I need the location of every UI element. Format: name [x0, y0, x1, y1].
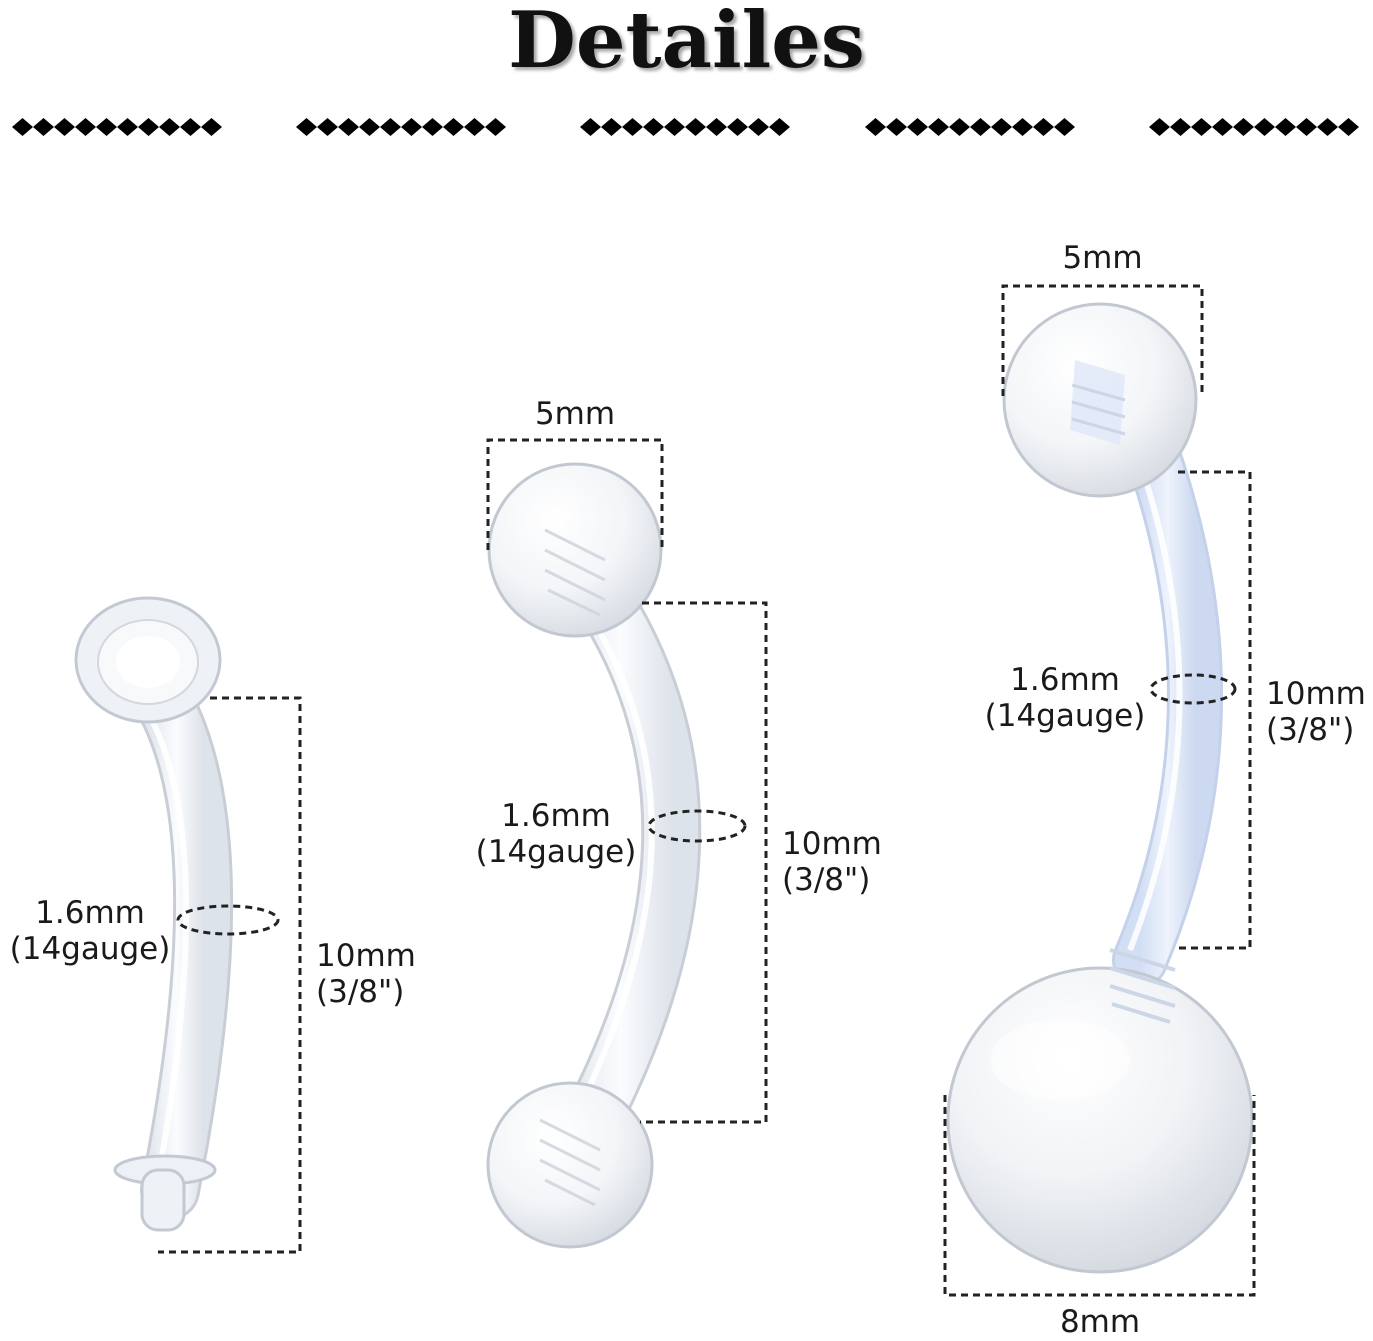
diamond-chain-icon	[1149, 118, 1359, 136]
diamond-icon	[706, 118, 727, 136]
diamond-icon	[380, 118, 401, 136]
gauge-label: 1.6mm (14gauge)	[0, 895, 180, 967]
length-label: 10mm (3/8")	[316, 938, 416, 1010]
diamond-icon	[180, 118, 201, 136]
gauge-label: 1.6mm (14gauge)	[466, 798, 646, 870]
length-inch: (3/8")	[782, 862, 871, 898]
diamond-icon	[12, 118, 33, 136]
length-label: 10mm (3/8")	[782, 826, 882, 898]
decorative-separator	[0, 110, 1373, 144]
diamond-icon	[338, 118, 359, 136]
gauge-mm: 1.6mm	[1010, 662, 1120, 698]
gauge-ring	[1149, 673, 1237, 705]
ball-size-bracket	[486, 438, 664, 550]
diamond-icon	[580, 118, 601, 136]
gauge-value: (14gauge)	[9, 931, 171, 967]
length-inch: (3/8")	[316, 974, 405, 1010]
diamond-icon	[1275, 118, 1296, 136]
gauge-ring	[176, 904, 280, 936]
diamond-icon	[443, 118, 464, 136]
diamond-icon	[907, 118, 928, 136]
diamond-icon	[970, 118, 991, 136]
diamond-icon	[1149, 118, 1170, 136]
diamond-icon	[1233, 118, 1254, 136]
diamond-chain-icon	[865, 118, 1075, 136]
gauge-mm: 1.6mm	[501, 798, 611, 834]
diamond-icon	[117, 118, 138, 136]
dimension-lines	[158, 284, 1256, 1297]
diamond-icon	[201, 118, 222, 136]
bottom-ball-bracket	[943, 1095, 1256, 1297]
length-bracket	[640, 601, 768, 1124]
ball-size-bracket	[1001, 284, 1204, 396]
belly-ring-jewelry	[946, 302, 1254, 1274]
diamond-icon	[601, 118, 622, 136]
curved-barbell-jewelry	[486, 462, 702, 1249]
diamond-icon	[1338, 118, 1359, 136]
diamond-icon	[1254, 118, 1275, 136]
length-label: 10mm (3/8")	[1266, 676, 1366, 748]
length-mm: 10mm	[1266, 676, 1366, 712]
diamond-icon	[928, 118, 949, 136]
diamond-icon	[33, 118, 54, 136]
diamond-chain-icon	[296, 118, 506, 136]
diamond-icon	[685, 118, 706, 136]
diamond-icon	[464, 118, 485, 136]
length-bracket	[158, 696, 302, 1254]
diamond-icon	[1170, 118, 1191, 136]
diamond-icon	[748, 118, 769, 136]
gauge-mm: 1.6mm	[35, 895, 145, 931]
diamond-icon	[1054, 118, 1075, 136]
diamond-icon	[769, 118, 790, 136]
diamond-icon	[664, 118, 685, 136]
diamond-icon	[727, 118, 748, 136]
diamond-icon	[865, 118, 886, 136]
diamond-icon	[1033, 118, 1054, 136]
diamond-icon	[317, 118, 338, 136]
bottom-ball-size-label: 8mm	[1059, 1304, 1141, 1340]
diamond-chain-icon	[580, 118, 790, 136]
length-mm: 10mm	[782, 826, 882, 862]
diamond-icon	[159, 118, 180, 136]
diamond-icon	[1191, 118, 1212, 136]
length-mm: 10mm	[316, 938, 416, 974]
length-bracket	[1178, 470, 1252, 950]
diamond-icon	[1317, 118, 1338, 136]
gauge-ring	[647, 809, 747, 843]
diamond-icon	[1296, 118, 1317, 136]
diamond-icon	[422, 118, 443, 136]
page-title: Detailes	[508, 0, 865, 86]
diamond-icon	[75, 118, 96, 136]
gauge-label: 1.6mm (14gauge)	[975, 662, 1155, 734]
diamond-icon	[949, 118, 970, 136]
diamond-icon	[643, 118, 664, 136]
diamond-chain-icon	[12, 118, 222, 136]
ball-size-label: 5mm	[1062, 240, 1143, 276]
diamond-icon	[359, 118, 380, 136]
diamond-icon	[401, 118, 422, 136]
diamond-icon	[96, 118, 117, 136]
diamond-icon	[991, 118, 1012, 136]
diamond-icon	[1012, 118, 1033, 136]
curved-retainer-jewelry	[74, 596, 234, 1232]
diamond-icon	[1212, 118, 1233, 136]
diamond-icon	[296, 118, 317, 136]
diamond-icon	[54, 118, 75, 136]
diamond-icon	[138, 118, 159, 136]
gauge-value: (14gauge)	[475, 834, 637, 870]
length-inch: (3/8")	[1266, 712, 1355, 748]
ball-size-label: 5mm	[534, 396, 616, 432]
diamond-icon	[886, 118, 907, 136]
gauge-value: (14gauge)	[984, 698, 1146, 734]
diamond-icon	[485, 118, 506, 136]
diamond-icon	[622, 118, 643, 136]
